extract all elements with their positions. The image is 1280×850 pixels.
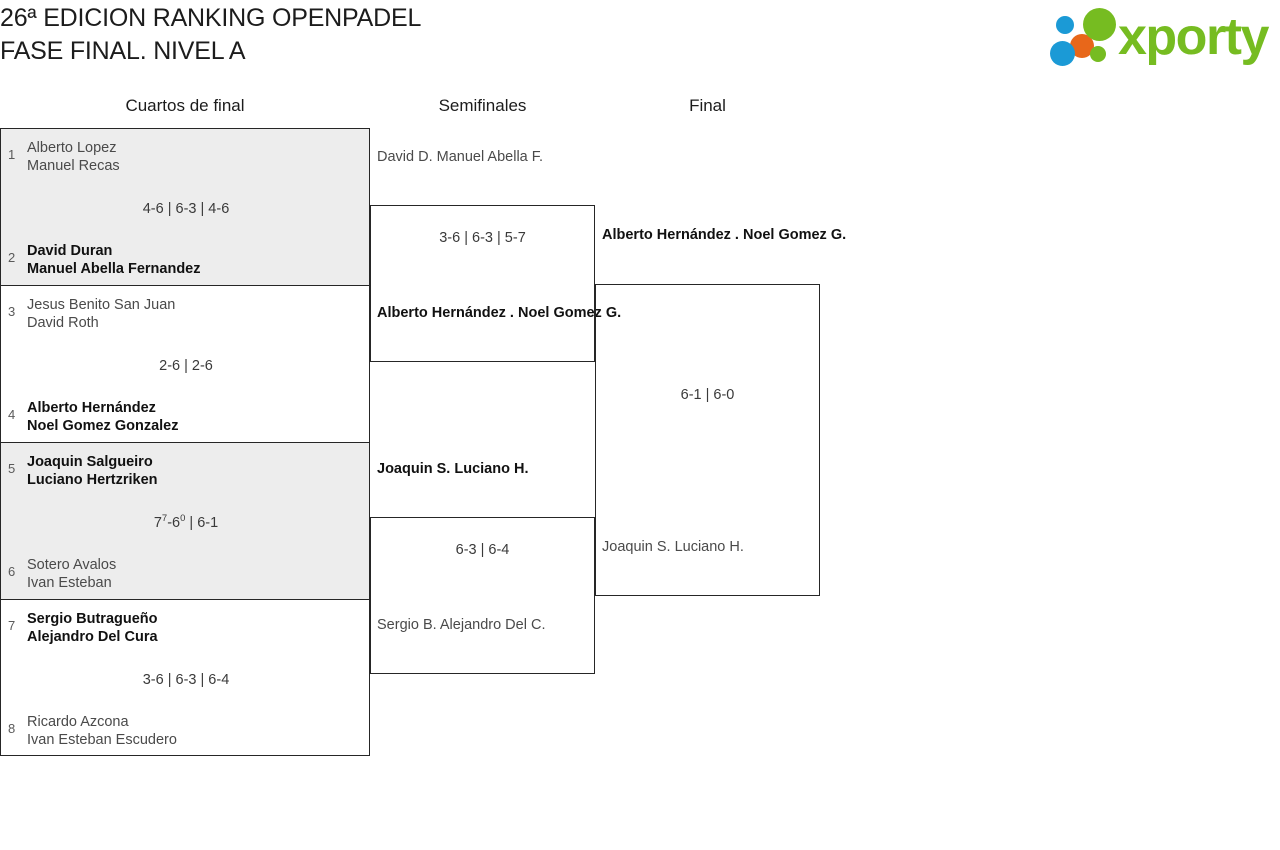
match-score: 4-6 | 6-3 | 4-6 — [142, 201, 230, 217]
page-title: 26ª EDICION RANKING OPENPADEL FASE FINAL… — [0, 2, 760, 68]
player-name: Alberto Hernández . — [377, 305, 514, 321]
logo-dot-green-small-icon — [1090, 46, 1106, 62]
player-name: Noel Gomez G. — [743, 227, 847, 243]
logo-dot-green-large-icon — [1083, 8, 1116, 41]
player-name: Sergio B. — [377, 617, 437, 633]
team-entry: David D. Manuel Abella F. — [377, 148, 543, 166]
match-box-final[interactable]: 6-1 | 6-0 — [595, 284, 820, 596]
match-score: 6-1 | 6-0 — [680, 387, 735, 403]
logo-dot-blue-large-icon — [1050, 41, 1075, 66]
player-name: Joaquin S. — [602, 539, 671, 555]
team-entry: Joaquin S. Luciano H. — [377, 460, 528, 478]
player-name: Jesus Benito San Juan — [27, 297, 176, 313]
logo-dots-icon — [1050, 8, 1116, 66]
player-name: Manuel Abella F. — [436, 149, 544, 165]
title-line-2: FASE FINAL. NIVEL A — [0, 37, 246, 65]
title-line-1: 26ª EDICION RANKING OPENPADEL — [0, 4, 422, 32]
match-score: 3-6 | 6-3 | 6-4 — [142, 672, 230, 688]
player-name: Alejandro Del Cura — [27, 629, 158, 645]
player-name: Alberto Hernández — [27, 400, 156, 416]
team-entry: Alberto Lopez Manuel Recas — [27, 139, 120, 175]
seed-number: 4 — [8, 407, 16, 422]
team-entry: David Duran Manuel Abella Fernandez — [27, 242, 201, 278]
logo-wordmark: xporty — [1118, 8, 1269, 66]
player-name: Ivan Esteban — [27, 575, 112, 591]
team-entry: Sotero Avalos Ivan Esteban — [27, 556, 116, 592]
team-entry: Alberto Hernández . Noel Gomez G. — [602, 226, 846, 244]
team-entry: Joaquin Salgueiro Luciano Hertzriken — [27, 453, 158, 489]
team-entry: Alberto Hernández . Noel Gomez G. — [377, 304, 621, 322]
player-name: Ivan Esteban Escudero — [27, 732, 177, 748]
player-name: Alejandro Del C. — [439, 617, 546, 633]
team-entry: Ricardo Azcona Ivan Esteban Escudero — [27, 713, 177, 749]
seed-number: 7 — [8, 618, 16, 633]
match-score: 2-6 | 2-6 — [159, 358, 213, 374]
match-box-sf-2[interactable]: 6-3 | 6-4 — [370, 517, 595, 674]
seed-number: 2 — [8, 250, 16, 265]
player-name: Luciano Hertzriken — [27, 472, 158, 488]
match-box-qf-3[interactable]: 5 Joaquin Salgueiro Luciano Hertzriken 7… — [0, 442, 370, 599]
round-header-quarterfinals: Cuartos de final — [125, 96, 245, 115]
team-entry: Jesus Benito San Juan David Roth — [27, 296, 175, 332]
team-entry: Alberto Hernández Noel Gomez Gonzalez — [27, 399, 178, 435]
team-entry: Sergio Butragueño Alejandro Del Cura — [27, 610, 158, 646]
player-name: Joaquin Salgueiro — [27, 454, 153, 470]
match-box-sf-1[interactable]: 3-6 | 6-3 | 5-7 — [370, 205, 595, 362]
seed-number: 8 — [8, 721, 16, 736]
player-name: Alberto Hernández . — [602, 227, 739, 243]
match-score: 3-6 | 6-3 | 5-7 — [439, 230, 526, 246]
seed-number: 5 — [8, 461, 16, 476]
seed-number: 1 — [8, 147, 16, 162]
player-name: Ricardo Azcona — [27, 714, 129, 730]
round-header-semifinals: Semifinales — [438, 96, 527, 115]
player-name: Joaquin S. — [377, 461, 451, 477]
seed-number: 6 — [8, 564, 16, 579]
match-box-qf-1[interactable]: 1 Alberto Lopez Manuel Recas 4-6 | 6-3 |… — [0, 128, 370, 285]
player-name: Noel Gomez Gonzalez — [27, 418, 179, 434]
player-name: Luciano H. — [674, 539, 744, 555]
player-name: Sotero Avalos — [27, 557, 117, 573]
xporty-logo: xporty — [1050, 8, 1276, 66]
player-name: David Roth — [27, 315, 99, 331]
player-name: Sergio Butragueño — [27, 611, 158, 627]
match-box-qf-4[interactable]: 7 Sergio Butragueño Alejandro Del Cura 3… — [0, 599, 370, 756]
player-name: Luciano H. — [454, 461, 529, 477]
player-name: Alberto Lopez — [27, 140, 117, 156]
round-header-final: Final — [689, 96, 726, 115]
player-name: David D. — [377, 149, 433, 165]
player-name: David Duran — [27, 243, 113, 259]
team-entry: Joaquin S. Luciano H. — [602, 538, 744, 556]
match-score: 77-60 | 6-1 — [153, 513, 219, 531]
seed-number: 3 — [8, 304, 16, 319]
player-name: Manuel Abella Fernandez — [27, 261, 201, 277]
logo-dot-blue-small-icon — [1056, 16, 1074, 34]
match-score: 6-3 | 6-4 — [455, 542, 510, 558]
team-entry: Sergio B. Alejandro Del C. — [377, 616, 545, 634]
match-box-qf-2[interactable]: 3 Jesus Benito San Juan David Roth 2-6 |… — [0, 285, 370, 442]
player-name: Manuel Recas — [27, 158, 120, 174]
